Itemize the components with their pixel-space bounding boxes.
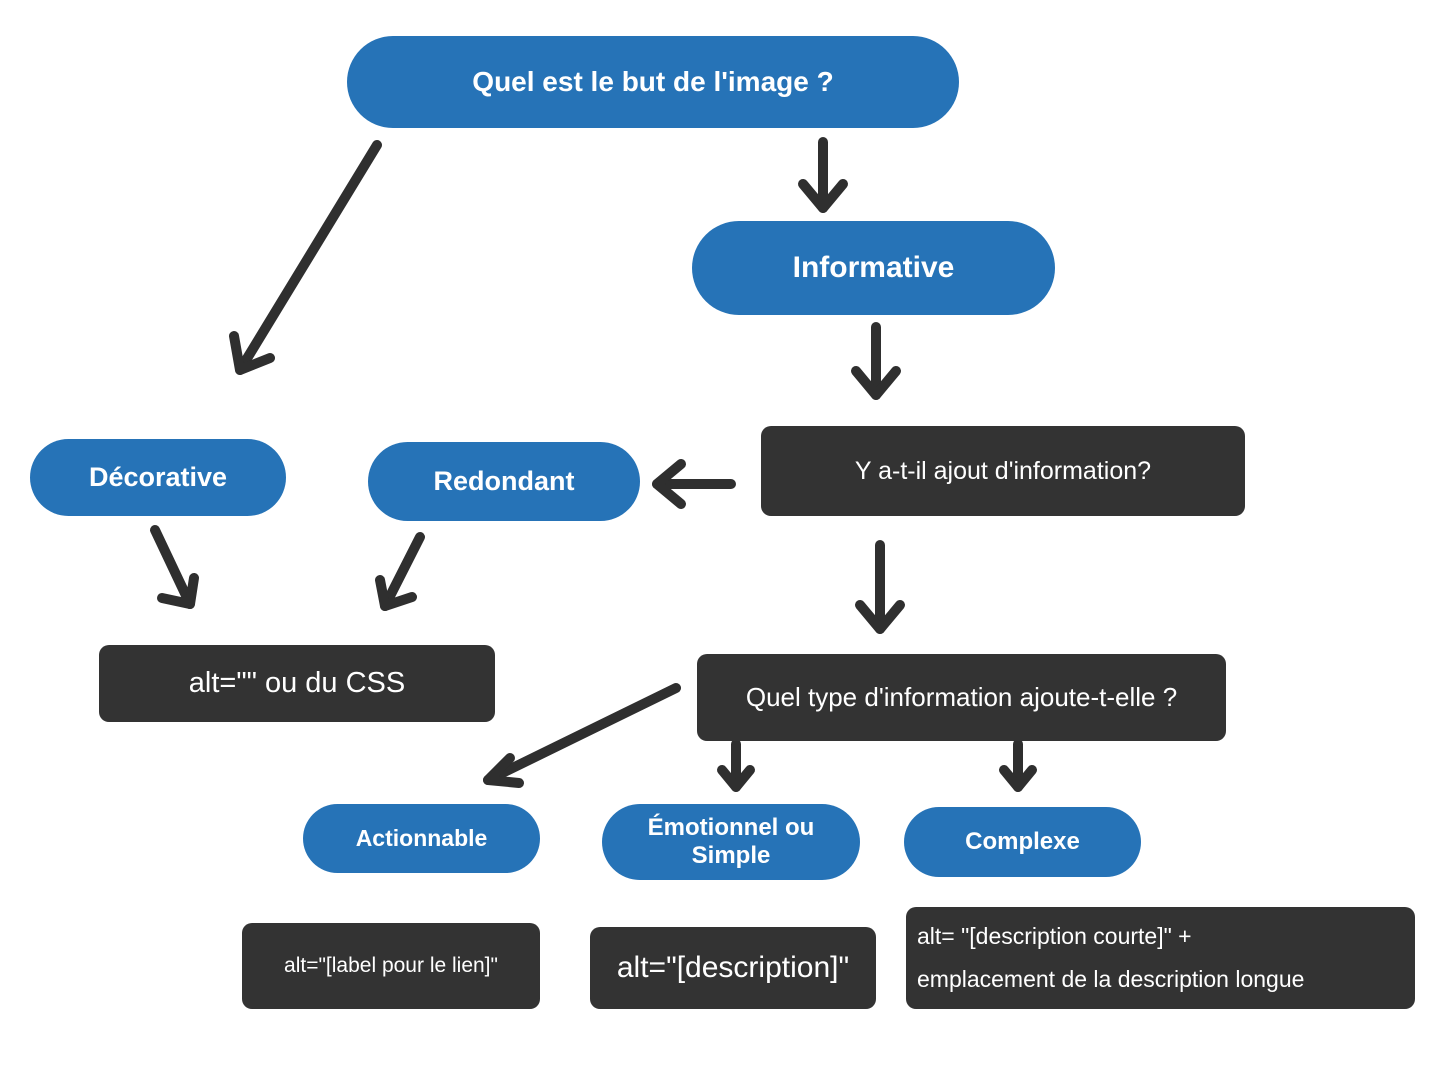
arrow-question-to-redondant [652,459,736,509]
arrow-type-to-complexe [999,739,1037,792]
node-question-added-info: Y a-t-il ajout d'information? [761,426,1245,516]
arrow-question-to-type [855,540,905,634]
node-emotionnel-label-line1: Émotionnel ou [647,814,815,842]
arrow-type-to-actionnable [483,683,681,788]
node-alt-link-label: alt="[label pour le lien]" [242,923,540,1009]
node-alt-complex-line2: emplacement de la description longue [917,966,1305,992]
node-informative-label: Informative [792,251,955,284]
node-alt-complex: alt= "[description courte]" + emplacemen… [906,907,1415,1009]
arrow-purpose-to-decorative [229,140,382,375]
node-alt-link-label-text: alt="[label pour le lien]" [284,954,498,977]
node-alt-empty-label: alt="" ou du CSS [188,667,406,699]
node-decorative-label: Décorative [88,462,228,492]
node-actionnable-label: Actionnable [355,825,488,851]
arrow-decorative-to-alt [150,525,199,609]
node-question-purpose: Quel est le but de l'image ? [347,36,959,128]
node-emotionnel-label-line2: Simple [691,842,771,869]
node-redondant-label: Redondant [433,466,575,496]
node-actionnable: Actionnable [303,804,540,873]
node-redondant: Redondant [368,442,640,521]
node-complexe-label: Complexe [965,828,1080,855]
node-informative: Informative [692,221,1055,315]
node-question-purpose-label: Quel est le but de l'image ? [472,66,834,97]
arrow-informative-to-question [851,322,901,400]
arrow-purpose-to-informative [798,137,848,213]
node-alt-empty: alt="" ou du CSS [99,645,495,722]
node-alt-complex-line1: alt= "[description courte]" + [917,923,1192,950]
node-alt-description: alt="[description]" [590,927,876,1009]
arrow-redondant-to-alt [375,532,425,611]
node-emotionnel-simple: Émotionnel ou Simple [602,804,860,880]
node-decorative: Décorative [30,439,286,516]
node-question-info-type: Quel type d'information ajoute-t-elle ? [697,654,1226,741]
arrow-type-to-emotionnel [717,739,755,792]
node-question-info-type-label: Quel type d'information ajoute-t-elle ? [745,682,1178,712]
node-alt-description-text: alt="[description]" [616,951,850,984]
node-complexe: Complexe [904,807,1141,877]
node-question-added-info-label: Y a-t-il ajout d'information? [854,456,1152,485]
